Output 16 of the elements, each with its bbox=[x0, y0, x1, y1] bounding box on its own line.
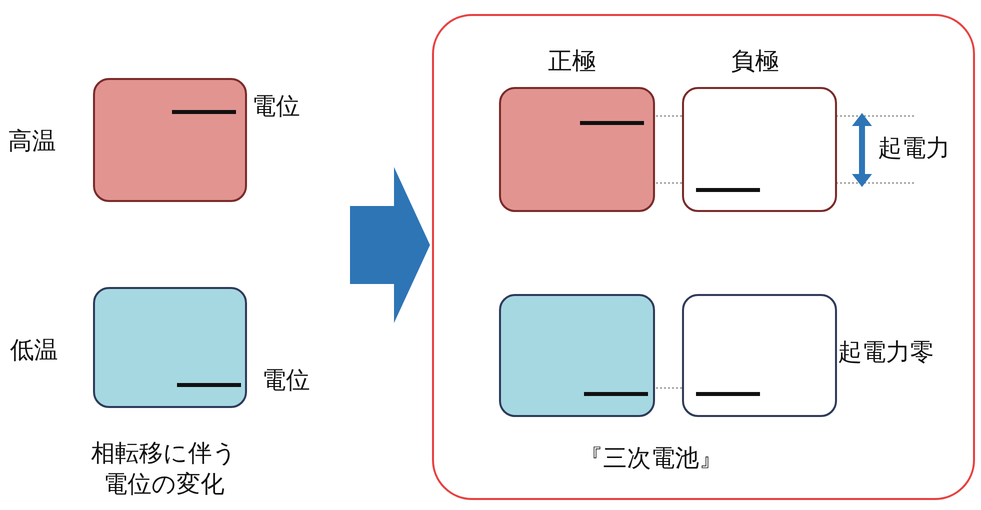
title-text: 『三次電池』 bbox=[579, 444, 723, 473]
electrode-box bbox=[93, 287, 247, 408]
emf-label: 起電力零 bbox=[838, 338, 934, 367]
emf-label: 起電力 bbox=[878, 134, 950, 163]
electrode-box bbox=[682, 294, 837, 417]
battery-frame bbox=[432, 14, 975, 500]
temperature-label: 低温 bbox=[10, 336, 58, 365]
caption-text: 相転移に伴う電位の変化 bbox=[90, 438, 238, 500]
potential-label: 電位 bbox=[252, 92, 300, 121]
electrode-label: 正極 bbox=[548, 47, 596, 76]
electrode-label: 負極 bbox=[731, 47, 779, 76]
temperature-label: 高温 bbox=[8, 127, 56, 156]
block-arrow bbox=[350, 167, 430, 323]
potential-label: 電位 bbox=[262, 366, 310, 395]
electrode-box bbox=[93, 78, 247, 202]
electrode-box bbox=[499, 294, 655, 417]
